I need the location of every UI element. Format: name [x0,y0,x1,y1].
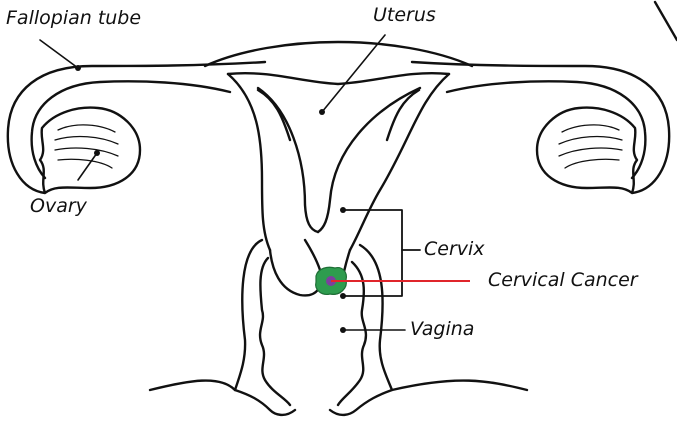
uterus-inner-left [258,88,318,232]
right-fallopian-tube-inner [447,81,645,178]
cervix-left-lip [270,240,321,295]
vagina-left-outer [235,240,295,415]
corner-line [655,2,677,40]
left-fallopian-tube-inner [32,81,230,178]
left-tube-join [258,90,290,140]
cervix-bracket [343,210,402,296]
label-vagina: Vagina [410,320,474,339]
label-cervical-cancer: Cervical Cancer [488,271,638,290]
uterus-right-wall [350,74,449,250]
label-cervix: Cervix [424,240,485,259]
uterus-cavity-top [228,73,449,84]
ovary-pointer [78,153,97,180]
uterus-pointer [322,35,385,112]
vagina-base-right [392,381,527,390]
vagina-base-left [150,381,235,390]
label-fallopian-tube: Fallopian tube [6,9,141,28]
right-ovary-detail [559,125,622,168]
label-uterus: Uterus [373,6,436,25]
fallopian-tube-pointer [40,40,78,68]
label-ovary: Ovary [30,197,87,216]
vagina-left-inner [260,258,290,405]
left-ovary-detail [55,125,118,168]
uterus-left-wall [228,74,270,250]
